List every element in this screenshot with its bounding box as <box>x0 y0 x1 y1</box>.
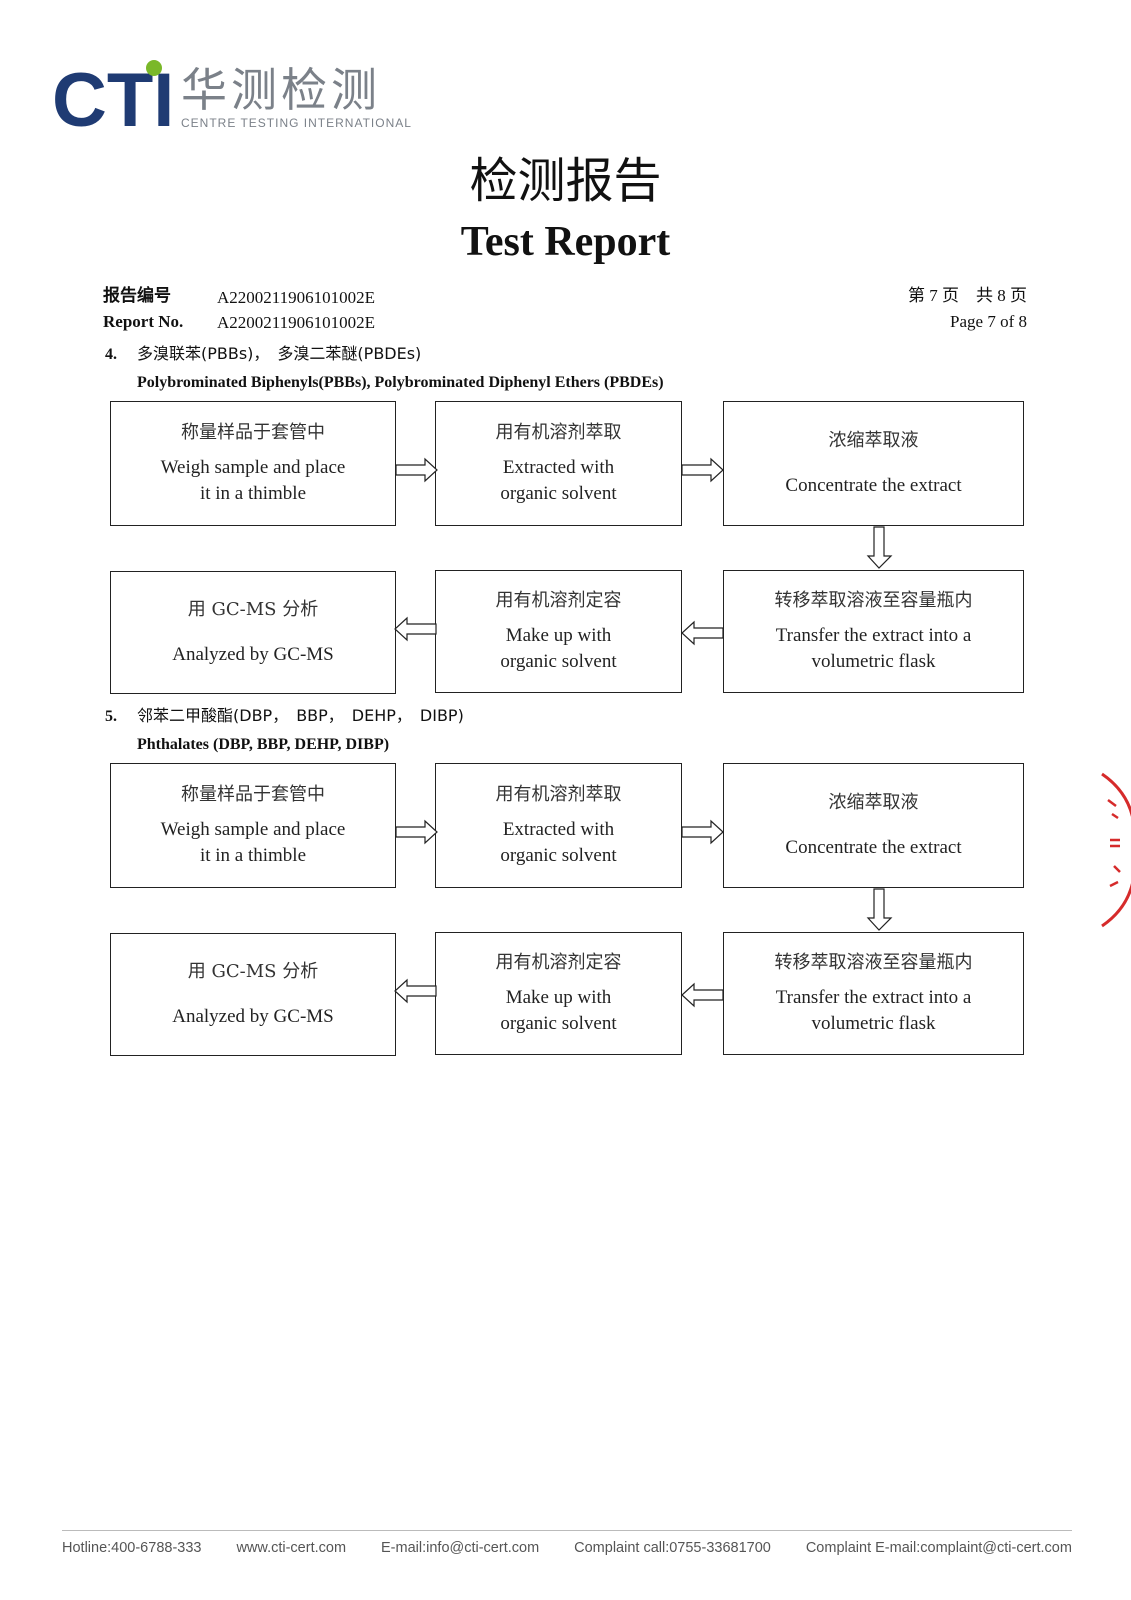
arrow-left-icon <box>681 620 724 646</box>
report-title-cn: 检测报告 <box>469 155 662 208</box>
section-4-number: 4. <box>105 346 117 363</box>
section-4-title-cn: 4.多溴联苯(PBBs)， 多溴二苯醚(PBDEs) <box>105 343 421 366</box>
logo-chinese-name: 华测检测 <box>181 63 381 117</box>
s5-step-concentrate: 浓缩萃取液 Concentrate the extract <box>723 763 1024 888</box>
section-4-title-en: Polybrominated Biphenyls(PBBs), Polybrom… <box>137 374 664 391</box>
report-no-label-en: Report No. <box>103 312 184 331</box>
s4-step-transfer: 转移萃取溶液至容量瓶内 Transfer the extract into a … <box>723 570 1024 693</box>
footer-complaint-call: Complaint call:0755-33681700 <box>574 1540 771 1556</box>
s4-step-analyze: 用 GC-MS 分析 Analyzed by GC-MS <box>110 571 396 694</box>
s5-step-weigh: 称量样品于套管中 Weigh sample and place it in a … <box>110 763 396 888</box>
report-title-en: Test Report <box>460 219 671 265</box>
s5-step-makeup: 用有机溶剂定容 Make up with organic solvent <box>435 932 682 1055</box>
official-seal-stamp <box>1101 772 1131 928</box>
logo-english-name: CENTRE TESTING INTERNATIONAL <box>181 116 412 130</box>
s4-step-weigh: 称量样品于套管中 Weigh sample and place it in a … <box>110 401 396 526</box>
s5-step-transfer: 转移萃取溶液至容量瓶内 Transfer the extract into a … <box>723 932 1024 1055</box>
footer-divider <box>62 1530 1072 1531</box>
footer-hotline: Hotline:400-6788-333 <box>62 1540 202 1556</box>
arrow-down-icon <box>866 526 893 569</box>
arrow-right-icon <box>681 457 724 483</box>
s4-step-extract: 用有机溶剂萃取 Extracted with organic solvent <box>435 401 682 526</box>
cti-logo-mark: CTI <box>52 60 172 130</box>
section-5-title-cn: 5.邻苯二甲酸酯(DBP， BBP， DEHP， DIBP) <box>105 705 464 728</box>
footer-website[interactable]: www.cti-cert.com <box>236 1540 347 1556</box>
arrow-left-icon <box>394 978 437 1004</box>
section-5-number: 5. <box>105 708 117 725</box>
arrow-right-icon <box>395 819 438 845</box>
footer-email[interactable]: E-mail:info@cti-cert.com <box>381 1540 540 1556</box>
arrow-down-icon <box>866 888 893 931</box>
s5-step-extract: 用有机溶剂萃取 Extracted with organic solvent <box>435 763 682 888</box>
report-no-value-1: A2200211906101002E <box>217 288 376 307</box>
report-no-label-cn: 报告编号 <box>103 286 171 305</box>
logo-dot-icon <box>146 60 162 76</box>
page-number-cn: 第 7 页 共 8 页 <box>908 286 1027 305</box>
s4-step-makeup: 用有机溶剂定容 Make up with organic solvent <box>435 570 682 693</box>
section-5-title-en: Phthalates (DBP, BBP, DEHP, DIBP) <box>137 736 390 753</box>
arrow-right-icon <box>681 819 724 845</box>
footer-complaint-email[interactable]: Complaint E-mail:complaint@cti-cert.com <box>805 1540 1072 1556</box>
arrow-right-icon <box>395 457 438 483</box>
arrow-left-icon <box>394 616 437 642</box>
s5-step-analyze: 用 GC-MS 分析 Analyzed by GC-MS <box>110 933 396 1056</box>
page-number-en: Page 7 of 8 <box>950 312 1027 331</box>
arrow-left-icon <box>681 982 724 1008</box>
footer: Hotline:400-6788-333 www.cti-cert.com E-… <box>62 1540 1072 1556</box>
report-no-value-2: A2200211906101002E <box>217 313 376 332</box>
s4-step-concentrate: 浓缩萃取液 Concentrate the extract <box>723 401 1024 526</box>
